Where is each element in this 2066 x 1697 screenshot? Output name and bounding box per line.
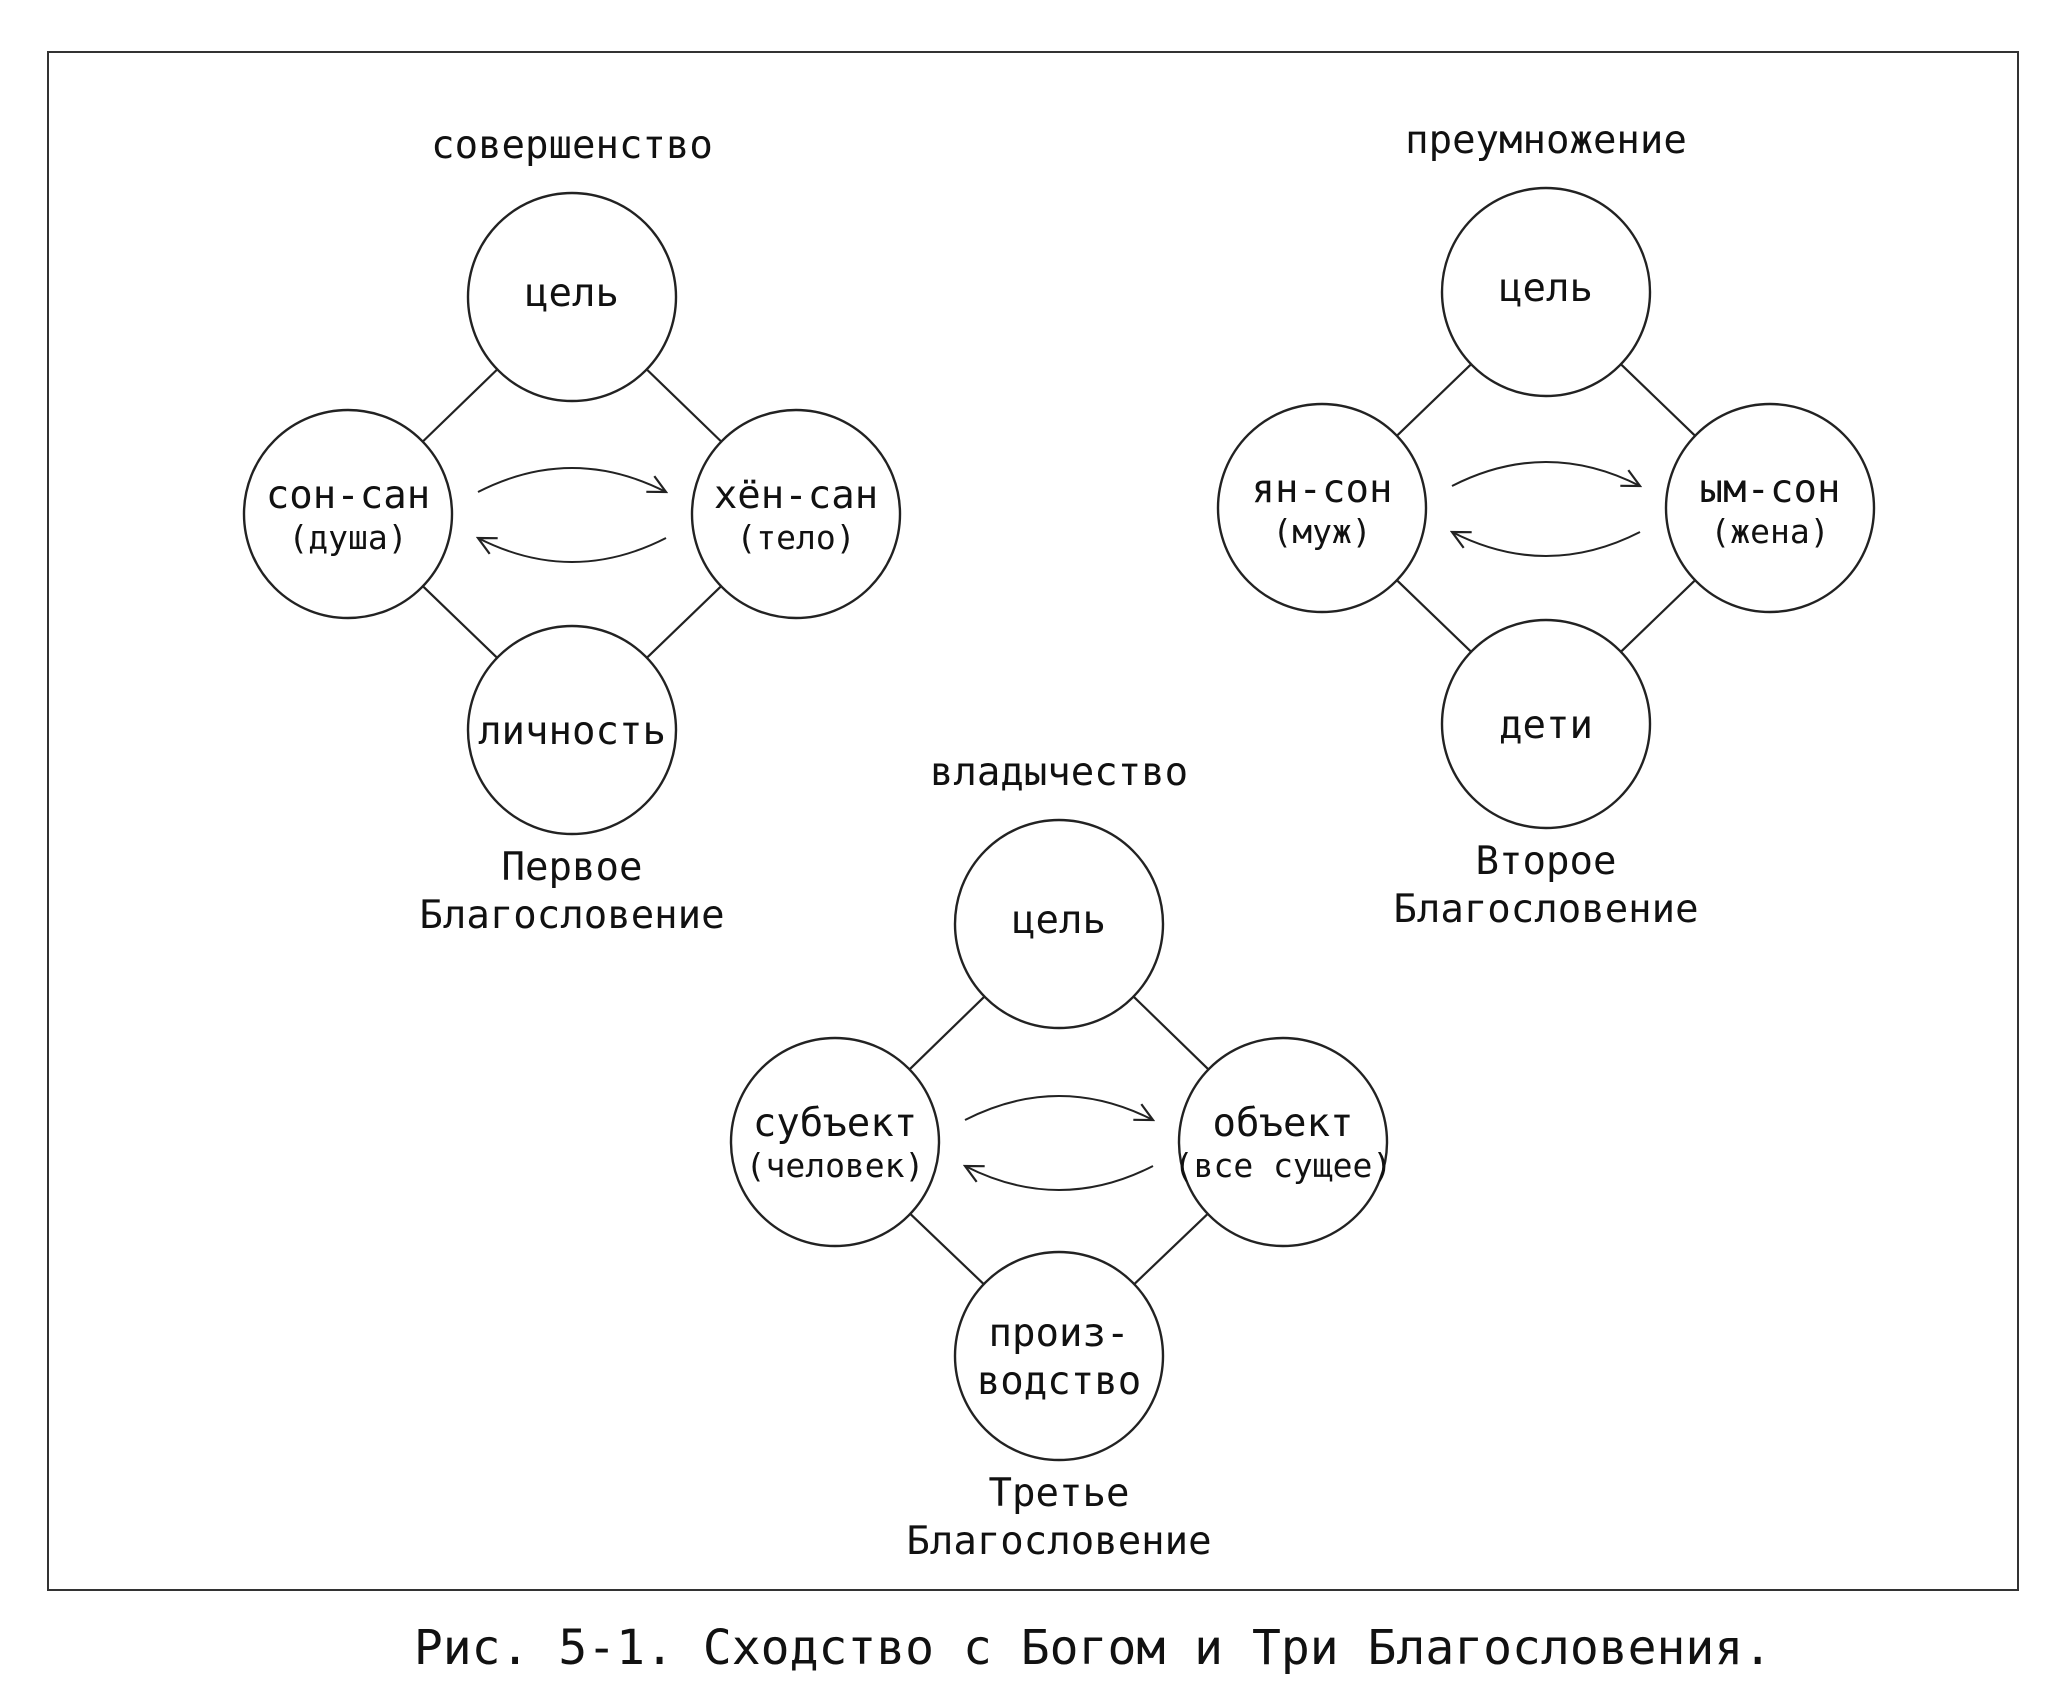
third-left-sublabel: (человек)	[745, 1146, 925, 1185]
first-heading: совершенство	[431, 123, 713, 168]
third-caption-line-2: Благословение	[906, 1519, 1212, 1564]
second-edge-right-bottom	[1620, 579, 1696, 653]
first-right-circle	[690, 408, 902, 620]
second-left-circle	[1216, 402, 1428, 614]
third-right-circle	[1177, 1036, 1389, 1248]
first-right-label: хён-сан	[713, 473, 879, 518]
first-bottom-label-1: личность	[478, 709, 666, 754]
second-left-label: ян-сон	[1251, 467, 1393, 512]
third-edge-top-left	[908, 995, 986, 1071]
first-bottom-circle	[466, 624, 678, 836]
third-arrow-forward	[964, 1095, 1153, 1120]
first-left-sublabel: (душа)	[288, 518, 408, 557]
third-left-circle	[729, 1036, 941, 1248]
second-top-label: цель	[1499, 266, 1593, 311]
second-caption-line-1: Второе	[1475, 839, 1617, 884]
third-edge-right-bottom	[1133, 1213, 1209, 1285]
figure-frame	[47, 51, 2019, 1591]
third-edge-left-bottom	[909, 1213, 985, 1285]
second-bottom-label-1: дети	[1499, 703, 1593, 748]
second-left-sublabel: (муж)	[1272, 512, 1372, 551]
second-edge-left-bottom	[1396, 579, 1472, 653]
second-bottom-circle	[1440, 618, 1652, 830]
third-heading: владычество	[929, 750, 1189, 795]
first-top-circle	[466, 191, 678, 403]
third-top-label: цель	[1012, 898, 1106, 943]
second-arrow-back	[1452, 532, 1641, 557]
first-arrow-forward	[477, 467, 666, 492]
second-right-label: ым-сон	[1699, 467, 1841, 512]
second-arrow-forward	[1451, 461, 1640, 486]
third-bottom-label-1: произ-	[988, 1311, 1130, 1356]
first-caption-line-2: Благословение	[419, 893, 725, 938]
first-caption-line-1: Первое	[501, 845, 643, 890]
first-top-label: цель	[525, 271, 619, 316]
first-arrow-back	[478, 538, 667, 563]
second-edge-top-right	[1620, 363, 1696, 437]
first-left-label: сон-сан	[265, 473, 431, 518]
second-caption-line-2: Благословение	[1393, 887, 1699, 932]
third-right-label: объект	[1212, 1101, 1354, 1146]
third-right-sublabel: (все сущее)	[1173, 1146, 1393, 1185]
first-right-sublabel: (тело)	[736, 518, 856, 557]
third-left-label: субъект	[752, 1101, 918, 1146]
first-edge-left-bottom	[422, 585, 498, 659]
first-edge-top-left	[421, 368, 499, 443]
figure-caption: Рис. 5-1. Сходство с Богом и Три Благосл…	[413, 1620, 1773, 1676]
first-edge-top-right	[645, 368, 723, 443]
second-heading: преумножение	[1405, 118, 1687, 163]
third-arrow-back	[965, 1166, 1154, 1191]
third-caption-line-1: Третье	[988, 1471, 1130, 1516]
second-right-sublabel: (жена)	[1710, 512, 1830, 551]
third-top-circle	[953, 818, 1165, 1030]
second-top-circle	[1440, 186, 1652, 398]
third-edge-top-right	[1132, 995, 1210, 1071]
first-left-circle	[242, 408, 454, 620]
third-bottom-circle	[953, 1250, 1165, 1462]
third-bottom-label-2: водство	[976, 1359, 1142, 1404]
first-edge-right-bottom	[646, 585, 722, 659]
second-right-circle	[1664, 402, 1876, 614]
second-edge-top-left	[1396, 363, 1472, 437]
